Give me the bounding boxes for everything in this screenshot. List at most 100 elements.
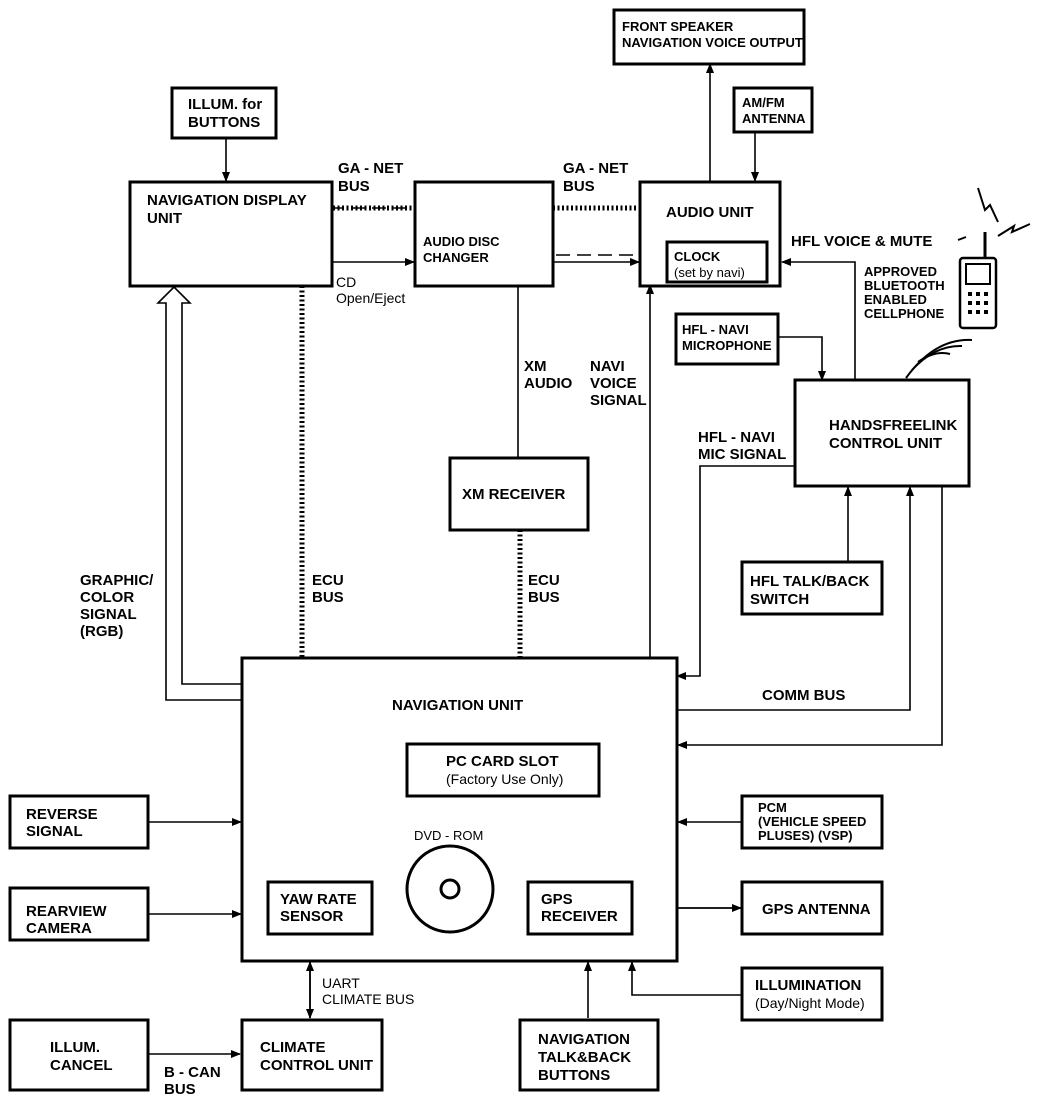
uart-label-2: CLIMATE BUS: [322, 991, 414, 1007]
xm-receiver-label: XM RECEIVER: [462, 486, 566, 503]
line-hfl-mic-signal: [676, 465, 795, 680]
pcm-label-3: PLUSES) (VSP): [758, 828, 853, 843]
line-illumination: [628, 961, 742, 996]
amfm-label-1: AM/FM: [742, 95, 785, 110]
climate-control-label-1: CLIMATE: [260, 1039, 326, 1056]
clock-box: [665, 240, 769, 284]
ga-net-bus-left-label-1: GA - NET: [338, 160, 403, 177]
line-hfl-microphone: [778, 336, 826, 381]
pcm-label-2: (VEHICLE SPEED: [758, 814, 866, 829]
navi-voice-label-2: VOICE: [590, 375, 637, 392]
cellphone-icon: [958, 232, 998, 330]
hfl-unit-label-1: HANDSFREELINK: [829, 417, 958, 434]
phone-label-2: BLUETOOTH: [864, 278, 945, 293]
radio-waves-icon: [905, 338, 973, 379]
phone-label-4: CELLPHONE: [864, 306, 945, 321]
illum-buttons-label-1: ILLUM. for: [188, 96, 262, 113]
clock-label-1: CLOCK: [674, 249, 721, 264]
graphic-color-signal-arrow: [156, 285, 243, 701]
line-hfl-voice-mute: [781, 258, 856, 380]
nav-talk-back-label-3: BUTTONS: [538, 1067, 610, 1084]
xm-audio-label-1: XM: [524, 358, 547, 375]
navi-voice-label-1: NAVI: [590, 358, 625, 375]
illumination-box: [740, 966, 884, 1022]
graphic-signal-label-2: COLOR: [80, 589, 134, 606]
ecu-bus-right-label-2: BUS: [528, 589, 560, 606]
audio-unit-label: AUDIO UNIT: [666, 204, 754, 221]
clock-label-2: (set by navi): [674, 265, 745, 280]
ecu-bus-right-label-1: ECU: [528, 572, 560, 589]
hfl-talk-back-label-2: SWITCH: [750, 591, 809, 608]
illum-cancel-box: [8, 1018, 150, 1092]
changer-label-1: AUDIO DISC: [423, 234, 500, 249]
hfl-mic-label-1: HFL - NAVI: [682, 322, 749, 337]
hfl-navi-mic-box: [674, 312, 780, 366]
b-can-bus-label-2: BUS: [164, 1081, 196, 1098]
audio-disc-changer-box: [413, 180, 555, 288]
nav-display-label-1: NAVIGATION DISPLAY: [147, 192, 307, 209]
cd-label-1: CD: [336, 274, 356, 290]
pc-card-label-1: PC CARD SLOT: [446, 753, 559, 770]
illum-cancel-label-1: ILLUM.: [50, 1039, 100, 1056]
nav-talk-back-label-1: NAVIGATION: [538, 1031, 630, 1048]
rearview-camera-label-2: CAMERA: [26, 920, 92, 937]
rearview-camera-label-1: REARVIEW: [26, 903, 107, 920]
phone-label-3: ENABLED: [864, 292, 927, 307]
pc-card-label-2: (Factory Use Only): [446, 771, 563, 787]
changer-label-2: CHANGER: [423, 250, 489, 265]
illumination-label-1: ILLUMINATION: [755, 977, 861, 994]
climate-control-label-2: CONTROL UNIT: [260, 1057, 373, 1074]
comm-bus-label: COMM BUS: [762, 687, 845, 704]
rearview-camera-box: [8, 886, 150, 942]
ga-net-bus-right-label-1: GA - NET: [563, 160, 628, 177]
front-speaker-label-2: NAVIGATION VOICE OUTPUT: [622, 35, 803, 50]
illum-buttons-box: [170, 86, 278, 140]
uart-label-1: UART: [322, 975, 360, 991]
gps-receiver-label-2: RECEIVER: [541, 908, 618, 925]
wireless-signal-icon-2: [997, 223, 1031, 237]
gps-antenna-box: [740, 880, 884, 936]
ga-net-bus-left-label-2: BUS: [338, 178, 370, 195]
illum-buttons-label-2: BUTTONS: [188, 114, 260, 131]
illumination-label-2: (Day/Night Mode): [755, 995, 865, 1011]
nav-display-box: [128, 180, 334, 288]
graphic-signal-label-4: (RGB): [80, 623, 123, 640]
nav-display-label-2: UNIT: [147, 210, 182, 227]
dvd-rom-label: DVD - ROM: [414, 828, 483, 843]
illum-cancel-label-2: CANCEL: [50, 1057, 113, 1074]
hfl-mic-signal-label-2: MIC SIGNAL: [698, 446, 786, 463]
gps-antenna-label: GPS ANTENNA: [762, 901, 871, 918]
wireless-signal-icon: [977, 187, 999, 223]
xm-audio-label-2: AUDIO: [524, 375, 573, 392]
hfl-voice-mute-label: HFL VOICE & MUTE: [791, 233, 932, 250]
dvd-disc-hole-icon: [439, 878, 461, 900]
yaw-rate-label-2: SENSOR: [280, 908, 344, 925]
amfm-antenna-box: [732, 86, 814, 134]
front-speaker-box: [612, 8, 806, 66]
gps-receiver-label-1: GPS: [541, 891, 573, 908]
handsfreelink-box: [793, 378, 971, 488]
pc-card-slot-box: [405, 742, 601, 798]
b-can-bus-label-1: B - CAN: [164, 1064, 221, 1081]
front-speaker-label-1: FRONT SPEAKER: [622, 19, 734, 34]
navigation-unit-label: NAVIGATION UNIT: [392, 697, 523, 714]
yaw-rate-label-1: YAW RATE: [280, 891, 357, 908]
amfm-label-2: ANTENNA: [742, 111, 806, 126]
hfl-unit-label-2: CONTROL UNIT: [829, 435, 942, 452]
pcm-box: [740, 794, 884, 850]
line-hfl-to-nav: [677, 486, 943, 749]
reverse-signal-box: [8, 794, 150, 850]
graphic-signal-label-3: SIGNAL: [80, 606, 137, 623]
reverse-signal-label-2: SIGNAL: [26, 823, 83, 840]
hfl-mic-signal-label-1: HFL - NAVI: [698, 429, 775, 446]
gps-receiver-box: [526, 880, 634, 936]
yaw-rate-box: [266, 880, 374, 936]
ecu-bus-left-label-2: BUS: [312, 589, 344, 606]
nav-talk-back-label-2: TALK&BACK: [538, 1049, 631, 1066]
hfl-talk-back-box: [740, 560, 884, 616]
hfl-mic-label-2: MICROPHONE: [682, 338, 772, 353]
reverse-signal-label-1: REVERSE: [26, 806, 98, 823]
pcm-label-1: PCM: [758, 800, 787, 815]
climate-control-box: [240, 1018, 384, 1092]
